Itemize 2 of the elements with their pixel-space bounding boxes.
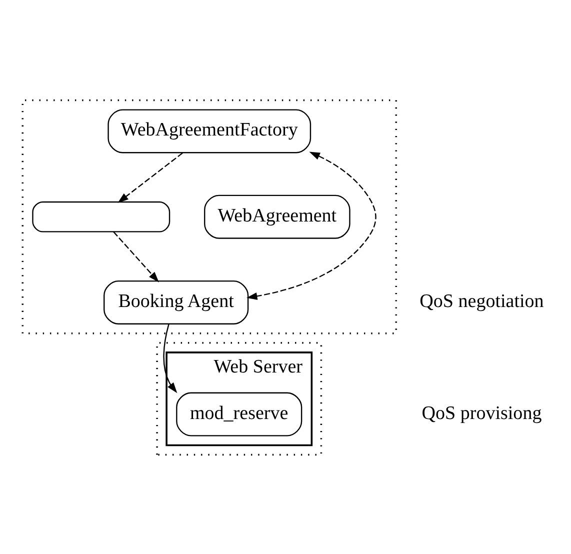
label: QoS provisiong — [422, 402, 542, 424]
label: QoS negotiation — [420, 290, 544, 312]
